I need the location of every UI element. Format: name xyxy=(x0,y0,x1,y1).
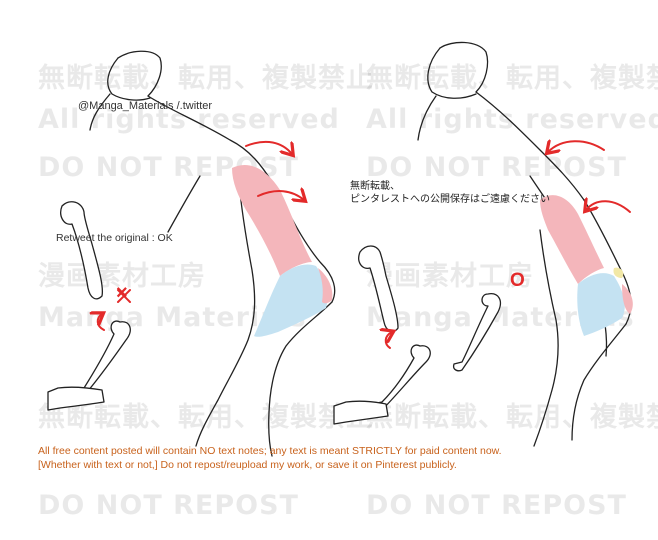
jp-notice-line2: ピンタレストへの公開保存はご遠慮ください xyxy=(350,194,550,205)
watermark-norepost-right: DO NOT REPOST xyxy=(366,152,627,183)
right-deltoid-blue xyxy=(577,273,625,336)
right-deltoid-pink xyxy=(540,195,604,284)
retweet-note: Retweet the original : OK xyxy=(56,232,173,244)
watermark-rights-left: All rights reserved xyxy=(38,104,340,135)
left-red-marks xyxy=(98,140,304,331)
correct-mark: O xyxy=(510,270,525,291)
footer-notice: All free content posted will contain NO … xyxy=(38,444,502,472)
jp-notice-line1: 無断転載、 xyxy=(350,181,400,192)
right-skeleton xyxy=(333,245,502,425)
watermark-prohibition-left: 無断転載、転用、複製禁止 xyxy=(38,63,374,94)
left-deltoid-blue xyxy=(254,264,328,337)
jp-notice: 無断転載、 ピンタレストへの公開保存はご遠慮ください xyxy=(350,180,550,206)
watermark-prohibition-right-2: 無断転載、転用、複製禁止 xyxy=(366,402,658,433)
footer-line-2: [Whether with text or not,] Do not repos… xyxy=(38,459,457,471)
right-red-marks xyxy=(386,141,631,349)
credit-handle: @Manga_Materials /.twitter xyxy=(78,100,213,112)
footer-line-1: All free content posted will contain NO … xyxy=(38,445,502,457)
watermark-norepost-left-2: DO NOT REPOST xyxy=(38,490,299,521)
watermark-studio-jp-left: 漫画素材工房 xyxy=(38,261,206,292)
right-elbow-pink xyxy=(622,284,633,314)
right-torso-outline xyxy=(417,41,632,447)
left-elbow-pink xyxy=(318,268,333,304)
watermark-studio-jp-right: 漫画素材工房 xyxy=(366,261,534,292)
watermark-rights-right: All rights reserved xyxy=(366,104,658,135)
watermark-norepost-right-2: DO NOT REPOST xyxy=(366,490,627,521)
right-elbow-yellow xyxy=(613,267,624,278)
left-skeleton xyxy=(47,201,131,411)
watermark-prohibition-left-2: 無断転載、転用、複製禁止 xyxy=(38,402,374,433)
watermark-prohibition-right: 無断転載、転用、複製禁止 xyxy=(366,63,658,94)
wrong-mark: × xyxy=(116,282,128,304)
left-deltoid-pink xyxy=(232,164,312,276)
